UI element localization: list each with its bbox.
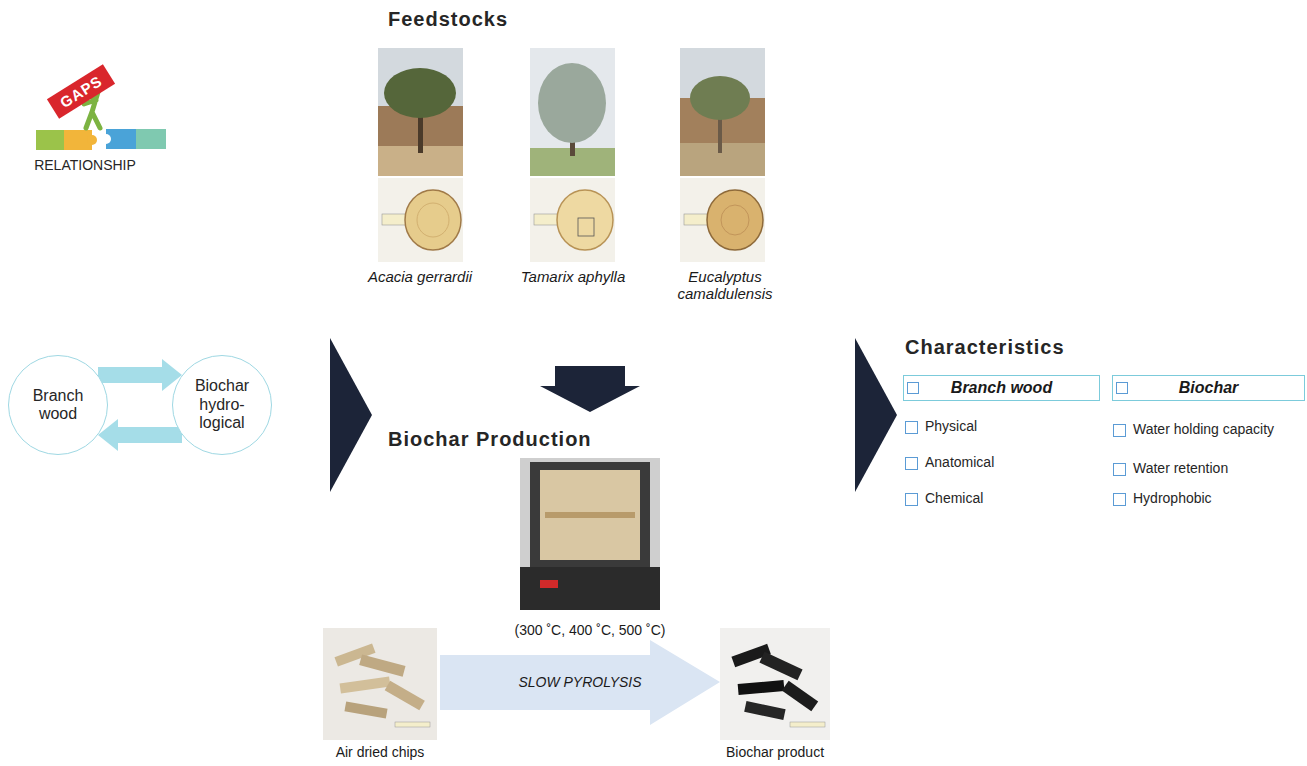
furnace-panel — [520, 567, 660, 610]
wood-chip — [344, 701, 387, 718]
disk-photo — [378, 178, 463, 262]
ruler — [395, 722, 430, 727]
biochar-piece — [744, 701, 785, 720]
tree-photo — [680, 48, 765, 176]
wood-disk — [707, 190, 763, 250]
photo-ground — [323, 628, 437, 740]
wood-ring — [721, 205, 749, 235]
characteristic-item: Anatomical — [925, 454, 1085, 470]
furnace-photo — [520, 458, 660, 610]
checkbox — [908, 383, 919, 394]
node-text: Branch wood — [951, 379, 1052, 397]
down-arrow — [540, 366, 640, 412]
species-name: Acacia gerrardii — [365, 268, 475, 285]
ground — [680, 143, 765, 176]
furnace-frame — [530, 462, 650, 567]
biochar-piece — [782, 681, 818, 711]
sample-mark — [578, 218, 594, 236]
node-text: Biochar — [1179, 379, 1239, 397]
tree-photo — [378, 48, 463, 176]
canopy — [538, 63, 606, 143]
temperature-note: (300 ˚C, 400 ˚C, 500 ˚C) — [500, 622, 680, 638]
column-header: Biochar — [1112, 375, 1305, 401]
canopy — [384, 68, 456, 118]
photo-ground — [720, 628, 830, 740]
node-text: Branch wood — [23, 387, 93, 424]
topic-circle: Branch wood — [8, 355, 108, 455]
flow-chevron — [855, 338, 897, 492]
canopy — [690, 76, 750, 120]
biochar-piece — [759, 652, 802, 681]
wood-ring — [417, 203, 449, 237]
section-heading: Biochar Production — [388, 428, 678, 451]
furnace-body — [520, 458, 660, 610]
block-arrow — [98, 359, 182, 391]
node-text: Biochar hydro-logical — [187, 377, 257, 432]
checkbox — [906, 422, 918, 434]
disk-photo — [530, 178, 615, 262]
sky — [530, 48, 615, 176]
process-arrow — [440, 640, 720, 725]
checkbox — [1114, 425, 1126, 437]
wood-disk — [405, 190, 461, 250]
photo-ground — [680, 178, 765, 262]
characteristic-item: Water holding capacity — [1133, 421, 1303, 437]
species-name: Eucalyptus camaldulensis — [662, 268, 788, 303]
caption: RELATIONSHIP — [20, 157, 150, 173]
flow-chevron — [330, 338, 372, 492]
sky — [680, 48, 765, 176]
checkbox — [1114, 494, 1126, 506]
checkbox — [1114, 464, 1126, 476]
photo-ground — [378, 178, 463, 262]
tree-photo — [530, 48, 615, 176]
puzzle-notch — [101, 134, 111, 144]
biochar-photo — [720, 628, 830, 740]
wood-chip — [359, 654, 405, 676]
characteristic-item: Hydrophobic — [1133, 490, 1303, 506]
disk-photo — [680, 178, 765, 262]
characteristic-item: Water retention — [1133, 460, 1303, 476]
furnace-shelf — [545, 512, 635, 518]
wood-chip — [385, 681, 425, 711]
biochar-piece — [738, 680, 785, 695]
wood-disk — [557, 190, 613, 250]
checkbox — [906, 458, 918, 470]
section-heading: Characteristics — [905, 336, 1145, 359]
process-label: SLOW PYROLYSIS — [490, 674, 670, 690]
photo-ground — [530, 178, 615, 262]
characteristic-item: Chemical — [925, 490, 1085, 506]
characteristic-item: Physical — [925, 418, 1085, 434]
puzzle-knob — [87, 135, 97, 145]
checkbox — [1117, 383, 1128, 394]
checkbox — [906, 494, 918, 506]
ruler — [790, 722, 825, 727]
photo-caption: Biochar product — [705, 744, 845, 760]
wood-chip — [340, 677, 391, 694]
topic-circle: Biochar hydro-logical — [172, 355, 272, 455]
puzzle-piece — [36, 130, 64, 150]
block-arrow — [98, 419, 182, 451]
furnace-chamber — [540, 470, 640, 560]
sky — [378, 48, 463, 176]
column-header: Branch wood — [903, 375, 1100, 401]
photo-caption: Air dried chips — [310, 744, 450, 760]
puzzle-piece — [136, 129, 166, 149]
gaps-tag: GAPS — [47, 64, 115, 118]
species-name: Tamarix aphylla — [518, 268, 628, 285]
chips-photo — [323, 628, 437, 740]
furnace-display — [540, 580, 558, 588]
section-heading: Feedstocks — [388, 8, 608, 31]
